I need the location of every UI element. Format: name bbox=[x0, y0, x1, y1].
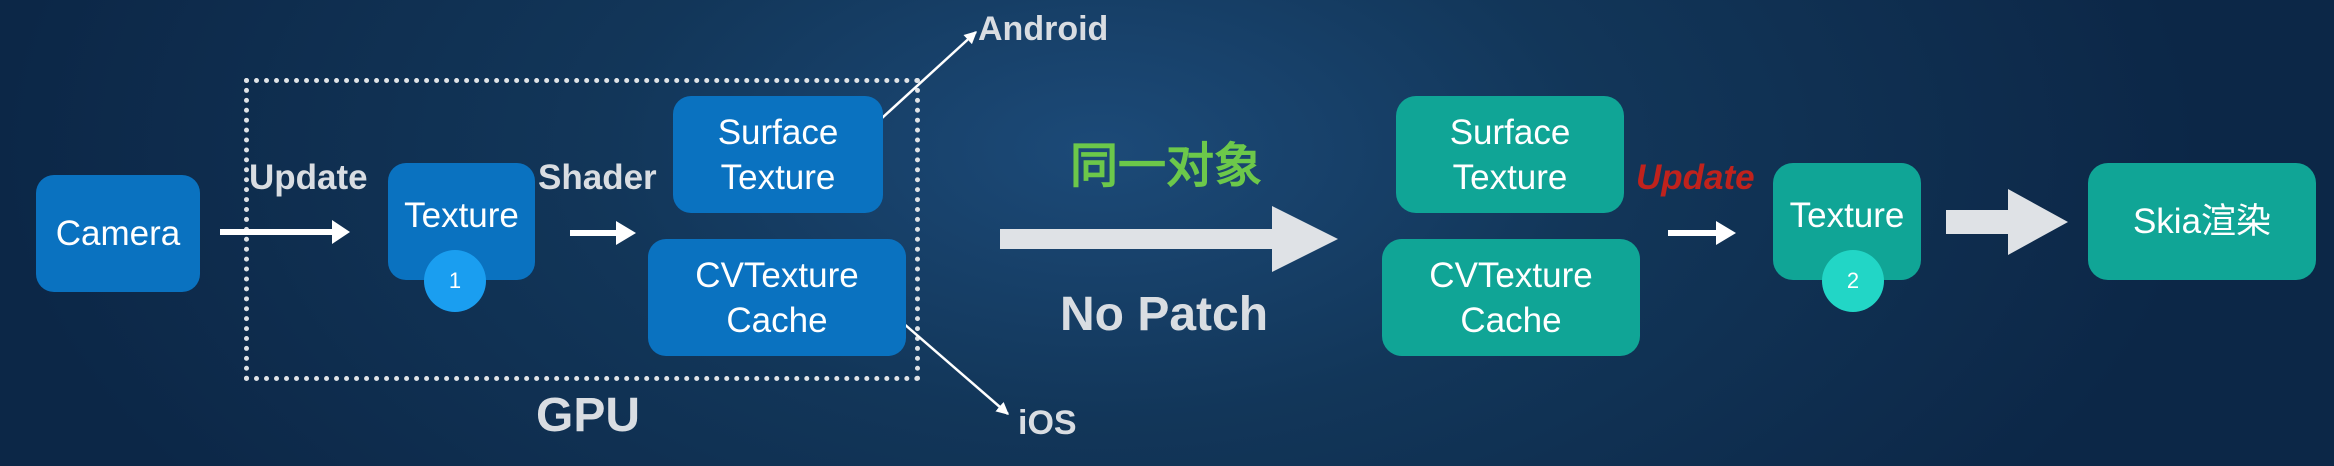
surface-texture-out-line1: Surface bbox=[1449, 112, 1571, 152]
gpu-label: GPU bbox=[536, 389, 641, 442]
cvtexture-cache-out-line2: Cache bbox=[1460, 300, 1562, 340]
texture-node-1: Texture bbox=[388, 163, 535, 280]
surface-texture-out-line2: Texture bbox=[1452, 157, 1568, 197]
arrow-texture-2-to-skia bbox=[1946, 189, 2068, 255]
surface-texture-gpu-node: Surface Texture bbox=[673, 96, 883, 213]
update-label: Update bbox=[249, 158, 368, 197]
update-red-label: Update bbox=[1636, 158, 1755, 197]
big-middle-arrow bbox=[1000, 206, 1338, 272]
texture-2-label: Texture bbox=[1789, 196, 1905, 235]
cvtexture-cache-gpu-line2: Cache bbox=[726, 300, 828, 340]
cvtexture-cache-gpu-line1: CVTexture bbox=[695, 255, 859, 295]
android-label: Android bbox=[978, 10, 1109, 48]
camera-label: Camera bbox=[55, 214, 181, 253]
line-to-ios bbox=[887, 309, 1009, 415]
arrow-camera-to-texture bbox=[220, 220, 350, 244]
surface-texture-gpu-line1: Surface bbox=[717, 112, 839, 152]
shader-label: Shader bbox=[538, 158, 657, 197]
arrow-texture-to-shader-outputs bbox=[570, 221, 636, 245]
ios-label: iOS bbox=[1018, 404, 1077, 442]
same-object-label: 同一对象 bbox=[1070, 140, 1263, 193]
arrow-update-to-texture-2 bbox=[1668, 221, 1736, 245]
camera-node: Camera bbox=[36, 175, 200, 292]
skia-render-label: Skia渲染 bbox=[2132, 202, 2272, 241]
texture-1-label: Texture bbox=[404, 196, 519, 235]
badge-1: 1 bbox=[424, 250, 486, 312]
cvtexture-cache-gpu-node: CVTexture Cache bbox=[648, 239, 906, 356]
cvtexture-cache-out-node: CVTexture Cache bbox=[1382, 239, 1640, 356]
cvtexture-cache-out-line1: CVTexture bbox=[1429, 255, 1593, 295]
surface-texture-gpu-line2: Texture bbox=[720, 157, 836, 197]
surface-texture-out-node: Surface Texture bbox=[1396, 96, 1624, 213]
no-patch-label: No Patch bbox=[1060, 288, 1269, 341]
skia-render-node: Skia渲染 bbox=[2088, 163, 2316, 280]
badge-2: 2 bbox=[1822, 250, 1884, 312]
